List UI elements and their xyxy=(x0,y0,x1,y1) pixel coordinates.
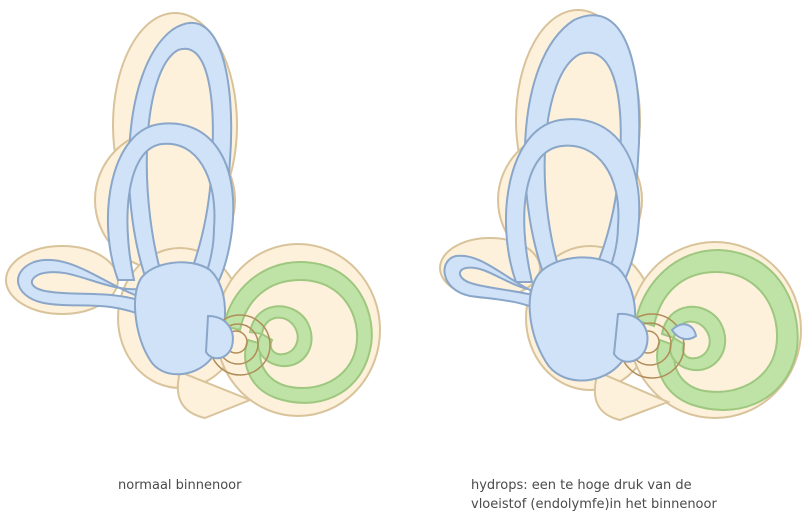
caption-hydrops-line2: vloeistof (endolymfe)in het binnenoor xyxy=(471,495,717,514)
inner-ear-normal-illustration xyxy=(6,13,380,418)
caption-hydrops: hydrops: een te hoge druk van de vloeist… xyxy=(471,476,717,514)
caption-normal-text: normaal binnenoor xyxy=(118,476,241,495)
caption-normal: normaal binnenoor xyxy=(118,476,241,495)
inner-ear-hydrops-illustration xyxy=(440,10,801,420)
caption-hydrops-line1: hydrops: een te hoge druk van de xyxy=(471,476,717,495)
